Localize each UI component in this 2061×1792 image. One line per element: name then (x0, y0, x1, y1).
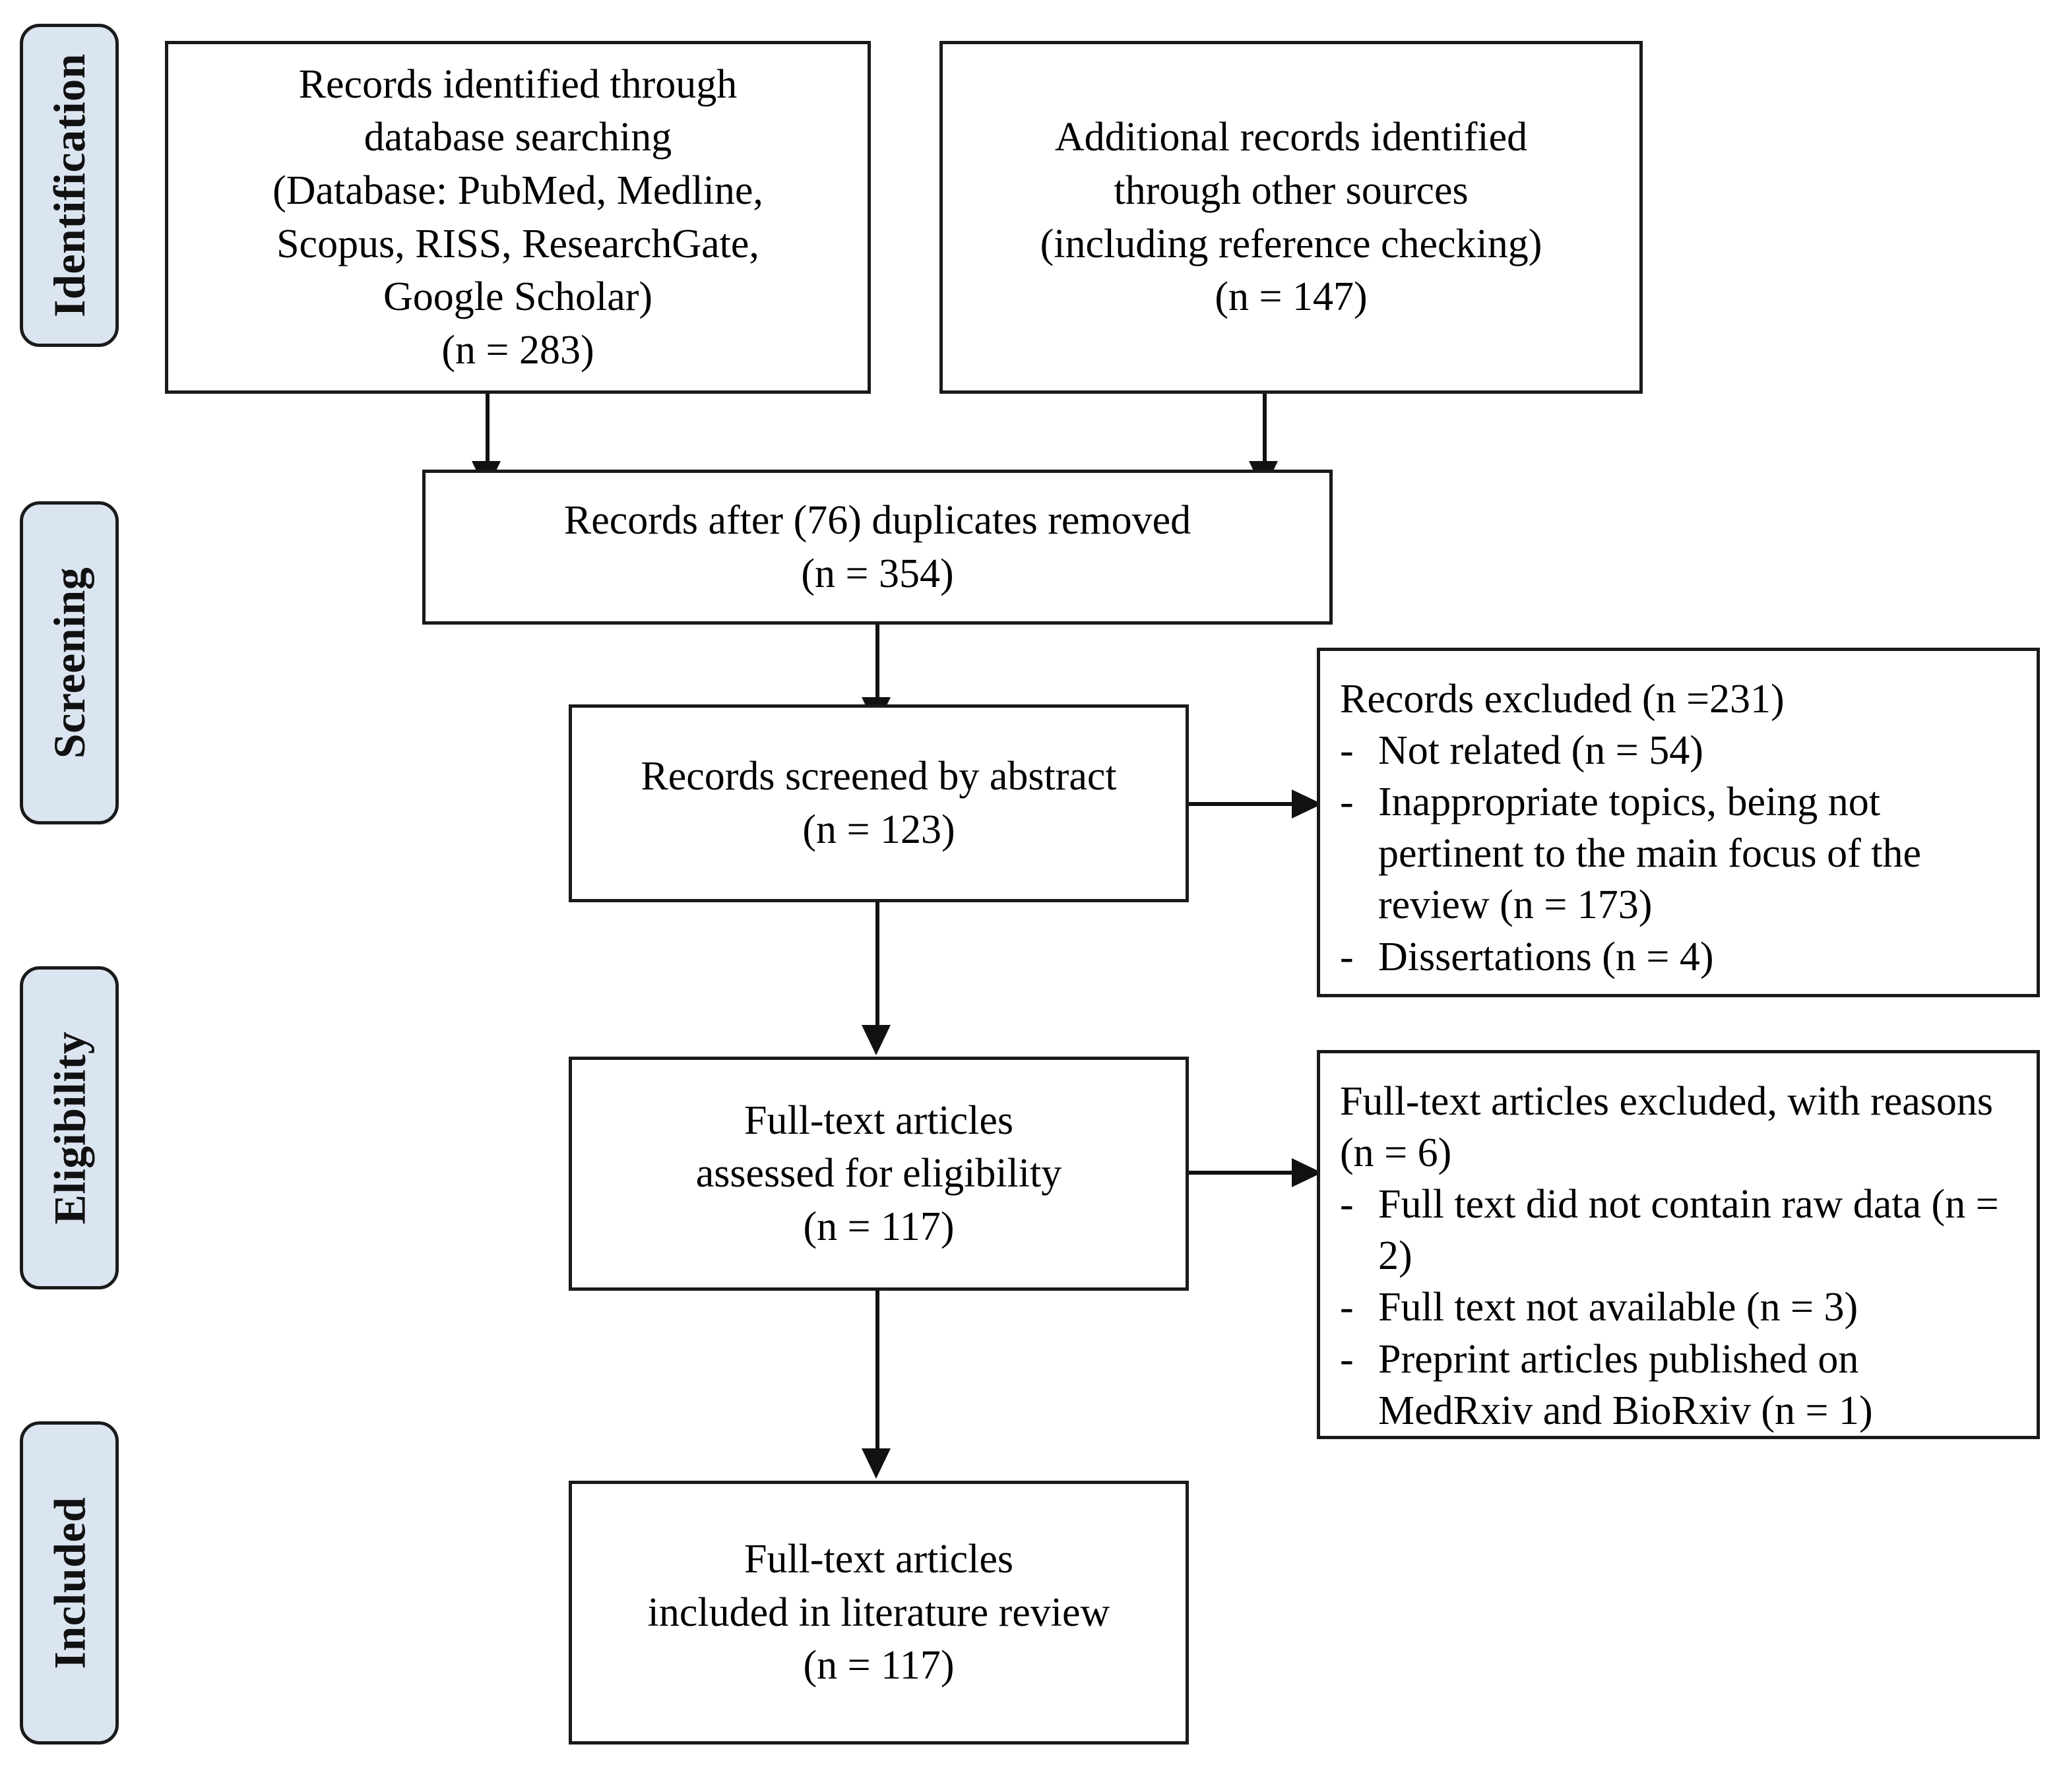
box-line: Records after (76) duplicates removed (563, 497, 1191, 543)
list-item-text: Preprint articles published on MedRxiv a… (1378, 1336, 1873, 1433)
list-bullet-dash: - (1340, 934, 1354, 979)
box-line: assessed for eligibility (695, 1151, 1062, 1196)
box-line: Google Scholar) (383, 274, 653, 320)
box-count: (n = 117) (803, 1204, 955, 1249)
box-line: (Database: PubMed, Medline, (272, 168, 763, 213)
list-item-text: Dissertations (n = 4) (1378, 934, 1714, 979)
stage-label-screening: Screening (20, 501, 119, 824)
box-fulltext-excluded-heading: Full-text articles excluded, with reason… (1340, 1079, 1994, 1176)
connector-screened-to-excluded-line (1189, 802, 1294, 806)
list-item: - Not related (n = 54) (1340, 725, 2019, 776)
box-fulltext-included-review: Full-text articles included in literatur… (569, 1481, 1189, 1745)
box-line: Full-text articles (744, 1097, 1014, 1143)
stage-label-eligibility-text: Eligibility (44, 1031, 94, 1225)
box-records-identified-database: Records identified through database sear… (165, 41, 871, 394)
box-line: Scopus, RISS, ResearchGate, (276, 221, 759, 266)
box-line: through other sources (1114, 168, 1469, 213)
fulltext-excluded-list: - Full text did not contain raw data (n … (1340, 1179, 2019, 1437)
stage-label-identification-text: Identification (44, 53, 94, 317)
box-line: Records identified through (298, 61, 738, 107)
connector-other-to-duplicates-line (1263, 394, 1267, 465)
list-bullet-dash: - (1340, 1336, 1354, 1382)
list-item-text: Full text not available (n = 3) (1378, 1285, 1858, 1330)
box-line: (including reference checking) (1040, 221, 1542, 266)
box-count: (n = 147) (1215, 274, 1368, 320)
box-records-screened-abstract: Records screened by abstract (n = 123) (569, 704, 1189, 902)
stage-label-screening-text: Screening (44, 567, 95, 759)
connector-screened-to-fulltext-arrow (862, 1025, 891, 1055)
stage-label-eligibility: Eligibility (20, 966, 119, 1289)
connector-db-to-duplicates-line (486, 394, 490, 465)
box-count: (n = 283) (441, 327, 594, 373)
list-item-text: Not related (n = 54) (1378, 728, 1703, 774)
list-item-text: Full text did not contain raw data (n = … (1378, 1182, 1999, 1279)
list-item: - Preprint articles published on MedRxiv… (1340, 1334, 2019, 1437)
list-item: - Inappropriate topics, being not pertin… (1340, 776, 2019, 931)
box-count: (n = 123) (802, 807, 955, 852)
box-records-excluded-heading: Records excluded (n =231) (1340, 677, 1785, 722)
list-item: - Dissertations (n = 4) (1340, 931, 2019, 983)
connector-assessed-to-included-line (875, 1291, 879, 1452)
connector-screened-to-fulltext-line (875, 902, 879, 1029)
box-line: included in literature review (647, 1590, 1110, 1635)
box-line: database searching (364, 115, 672, 160)
box-line: Additional records identified (1054, 115, 1528, 160)
box-line: Records screened by abstract (641, 754, 1117, 799)
stage-label-included-text: Included (44, 1497, 94, 1669)
list-bullet-dash: - (1340, 728, 1354, 774)
box-fulltext-excluded-reasons: Full-text articles excluded, with reason… (1317, 1050, 2040, 1439)
list-bullet-dash: - (1340, 780, 1354, 825)
list-item-text: Inappropriate topics, being not pertinen… (1378, 780, 1921, 928)
connector-assessed-to-excluded-line (1189, 1171, 1294, 1175)
box-count: (n = 117) (803, 1643, 955, 1688)
box-additional-records-other-sources: Additional records identified through ot… (939, 41, 1643, 394)
box-duplicates-removed: Records after (76) duplicates removed (n… (422, 470, 1333, 625)
records-excluded-list: - Not related (n = 54) - Inappropriate t… (1340, 725, 2019, 983)
list-bullet-dash: - (1340, 1285, 1354, 1330)
list-bullet-dash: - (1340, 1182, 1354, 1227)
connector-assessed-to-included-arrow (862, 1448, 891, 1479)
box-fulltext-assessed-eligibility: Full-text articles assessed for eligibil… (569, 1057, 1189, 1291)
list-item: - Full text not available (n = 3) (1340, 1282, 2019, 1333)
box-line: Full-text articles (744, 1537, 1014, 1582)
list-item: - Full text did not contain raw data (n … (1340, 1179, 2019, 1282)
stage-label-included: Included (20, 1421, 119, 1745)
box-records-excluded: Records excluded (n =231) - Not related … (1317, 648, 2040, 997)
connector-duplicates-to-screened-line (875, 625, 879, 701)
stage-label-identification: Identification (20, 24, 119, 347)
box-count: (n = 354) (801, 551, 954, 596)
